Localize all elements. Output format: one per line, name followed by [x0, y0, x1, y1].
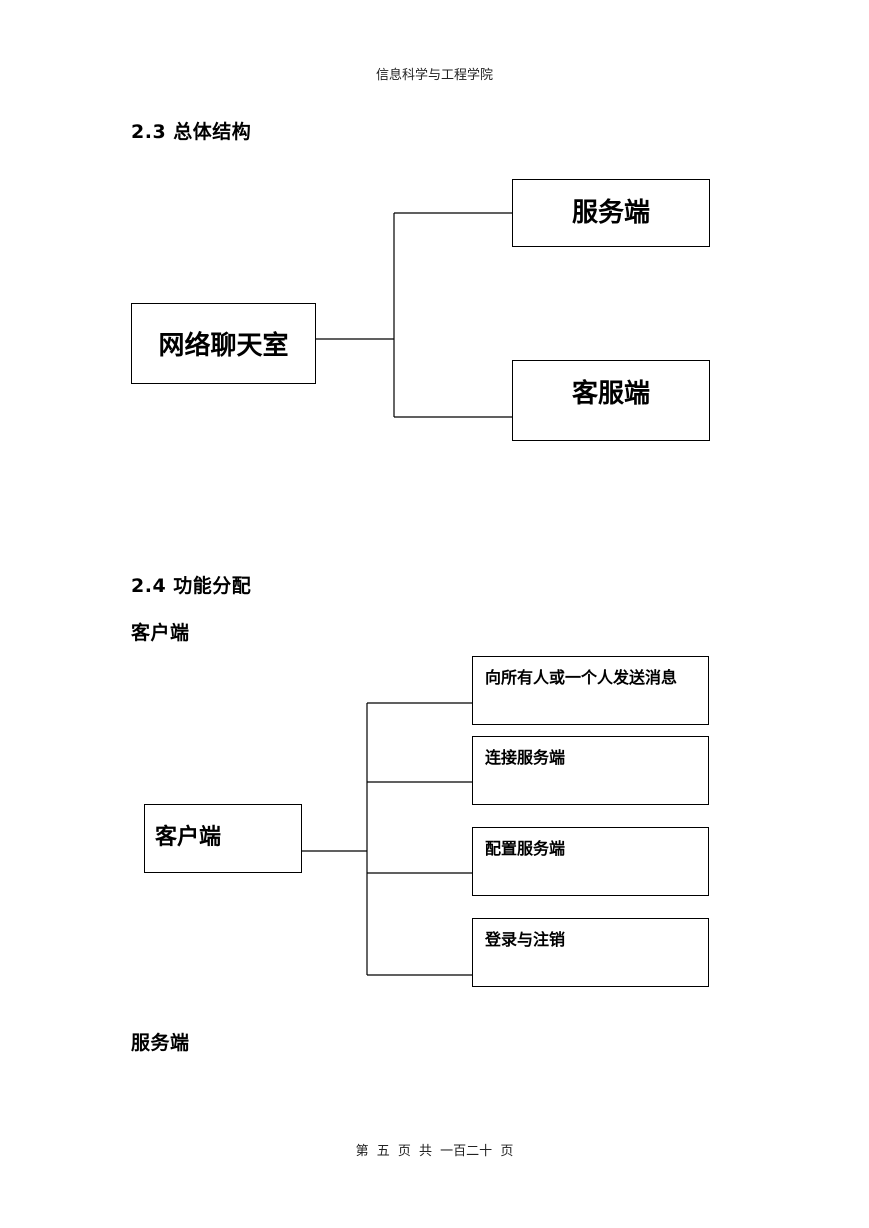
box-func-login: 登录与注销 — [472, 918, 709, 987]
box-client-service: 客服端 — [512, 360, 710, 441]
box-chatroom: 网络聊天室 — [131, 303, 316, 384]
subheading-server: 服务端 — [131, 1032, 190, 1054]
page-footer: 第 五 页 共 一百二十 页 — [355, 1144, 514, 1159]
page-header: 信息科学与工程学院 — [375, 68, 493, 83]
box-func-connect: 连接服务端 — [472, 736, 709, 805]
box-server: 服务端 — [512, 179, 710, 247]
section-heading-2-4: 2.4 功能分配 — [131, 575, 252, 597]
box-client-root: 客户端 — [144, 804, 302, 873]
box-func-broadcast: 向所有人或一个人发送消息 — [472, 656, 709, 725]
section-heading-2-3: 2.3 总体结构 — [131, 121, 252, 143]
box-func-configure: 配置服务端 — [472, 827, 709, 896]
subheading-client: 客户端 — [131, 622, 190, 644]
